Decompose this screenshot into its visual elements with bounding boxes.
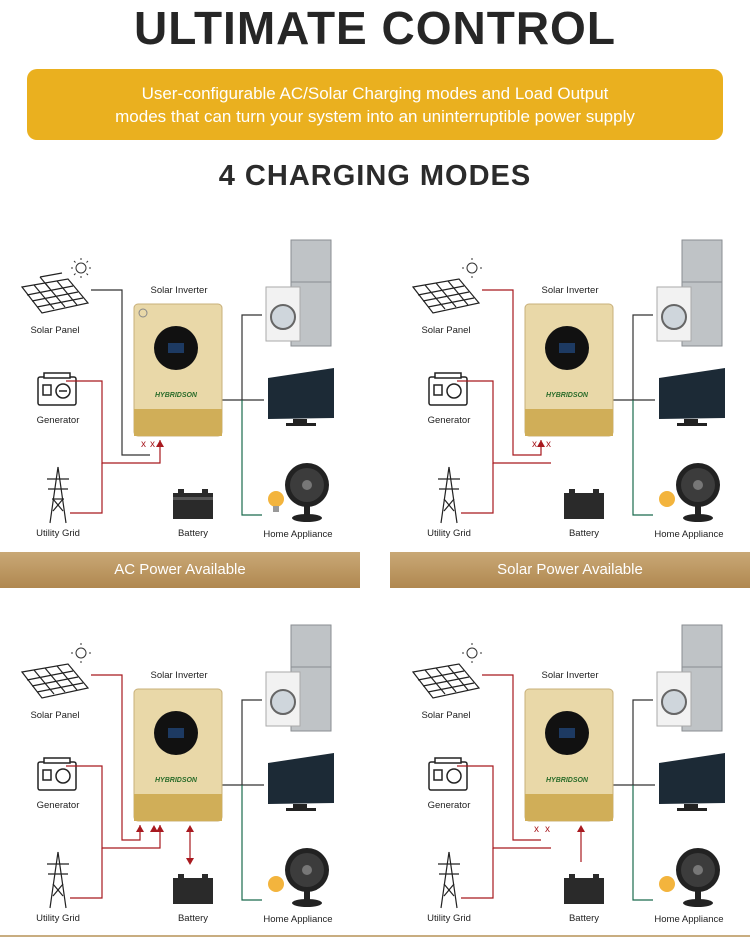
fan-lamp-icon [659, 848, 720, 907]
svg-text:HYBRIDSON: HYBRIDSON [155, 777, 198, 784]
bottom-divider [0, 935, 750, 937]
utility-grid-icon [438, 851, 460, 909]
svg-text:x: x [150, 439, 155, 450]
utility-grid-label: Utility Grid [427, 528, 471, 539]
generator-icon [37, 372, 77, 406]
svg-text:x: x [532, 439, 537, 450]
svg-text:x: x [546, 439, 551, 450]
fan-lamp-icon [659, 463, 720, 522]
generator-label: Generator [36, 415, 80, 426]
inverter-icon: HYBRIDSON [133, 688, 223, 822]
diagram-graphics: x x HYBRIDSON [411, 239, 725, 524]
diagram-graphics: HYBRIDSON [20, 624, 334, 909]
solar-inverter-label: Solar Inverter [541, 285, 599, 296]
battery-label: Battery [568, 913, 600, 924]
fan-lamp-icon [268, 848, 329, 907]
banner-line-2: modes that can turn your system into an … [115, 106, 635, 126]
svg-text:HYBRIDSON: HYBRIDSON [546, 777, 589, 784]
fan-lamp-icon [268, 463, 329, 522]
svg-text:x: x [141, 439, 146, 450]
generator-label: Generator [427, 800, 471, 811]
home-appliance-label: Home Appliance [263, 529, 333, 540]
utility-grid-label: Utility Grid [427, 913, 471, 924]
generator-icon [428, 372, 468, 406]
diagram-graphics: x x HYBRIDSON [20, 239, 334, 524]
mode-caption-ac: AC Power Available [0, 552, 360, 588]
utility-grid-icon [47, 851, 69, 909]
mode-diagram-4: x x HYBRIDSON [391, 620, 750, 925]
solar-panel-icon [20, 272, 90, 314]
home-appliance-label: Home Appliance [654, 529, 724, 540]
inverter-icon: HYBRIDSON [524, 688, 614, 822]
tv-icon [659, 368, 725, 426]
svg-text:x: x [534, 824, 539, 835]
utility-grid-label: Utility Grid [36, 913, 80, 924]
mode-diagram-3: HYBRIDSON Solar Panel Solar Inverter Gen… [0, 620, 375, 925]
mode-diagram-ac: x x HYBRIDSON [0, 235, 375, 540]
svg-text:x: x [545, 824, 550, 835]
solar-inverter-label: Solar Inverter [150, 285, 208, 296]
tv-icon [659, 753, 725, 811]
utility-grid-icon [47, 466, 69, 524]
home-appliance-label: Home Appliance [654, 914, 724, 925]
generator-label: Generator [427, 415, 471, 426]
generator-icon [37, 757, 77, 791]
section-subtitle: 4 CHARGING MODES [218, 160, 532, 192]
utility-grid-icon [438, 466, 460, 524]
tv-icon [268, 368, 334, 426]
solar-panel-icon [411, 663, 481, 699]
battery-icon [173, 489, 213, 519]
info-banner: User-configurable AC/Solar Charging mode… [27, 69, 723, 140]
fridge-washer-icon [656, 624, 723, 732]
sun-icon [462, 643, 482, 663]
solar-panel-label: Solar Panel [30, 325, 80, 336]
home-appliance-label: Home Appliance [263, 914, 333, 925]
inverter-icon: HYBRIDSON [524, 303, 614, 437]
fridge-washer-icon [265, 624, 332, 732]
sun-icon [71, 643, 91, 663]
solar-panel-label: Solar Panel [421, 710, 471, 721]
solar-panel-label: Solar Panel [30, 710, 80, 721]
fridge-washer-icon [265, 239, 332, 347]
banner-line-1: User-configurable AC/Solar Charging mode… [141, 83, 609, 103]
fridge-washer-icon [656, 239, 723, 347]
page-title: ULTIMATE CONTROL [134, 2, 616, 54]
svg-text:HYBRIDSON: HYBRIDSON [155, 392, 198, 399]
solar-panel-icon [411, 278, 481, 314]
battery-label: Battery [177, 913, 209, 924]
utility-grid-label: Utility Grid [36, 528, 80, 539]
battery-icon [173, 874, 213, 904]
sun-icon [462, 258, 482, 278]
generator-icon [428, 757, 468, 791]
solar-line [91, 289, 150, 456]
battery-icon [564, 874, 604, 904]
generator-label: Generator [36, 800, 80, 811]
battery-label: Battery [568, 528, 600, 539]
grid-line [70, 463, 103, 514]
solar-panel-label: Solar Panel [421, 325, 471, 336]
diagram-graphics: x x HYBRIDSON [411, 624, 725, 909]
solar-inverter-label: Solar Inverter [541, 670, 599, 681]
battery-icon [564, 489, 604, 519]
solar-inverter-label: Solar Inverter [150, 670, 208, 681]
tv-icon [268, 753, 334, 811]
battery-label: Battery [177, 528, 209, 539]
svg-text:HYBRIDSON: HYBRIDSON [546, 392, 589, 399]
sun-icon [71, 258, 91, 278]
solar-panel-icon [20, 663, 90, 699]
load-line-1 [221, 314, 262, 401]
mode-caption-solar: Solar Power Available [390, 552, 750, 588]
mode-diagram-solar: x x HYBRIDSON [391, 235, 750, 540]
inverter-icon: HYBRIDSON [133, 303, 223, 437]
